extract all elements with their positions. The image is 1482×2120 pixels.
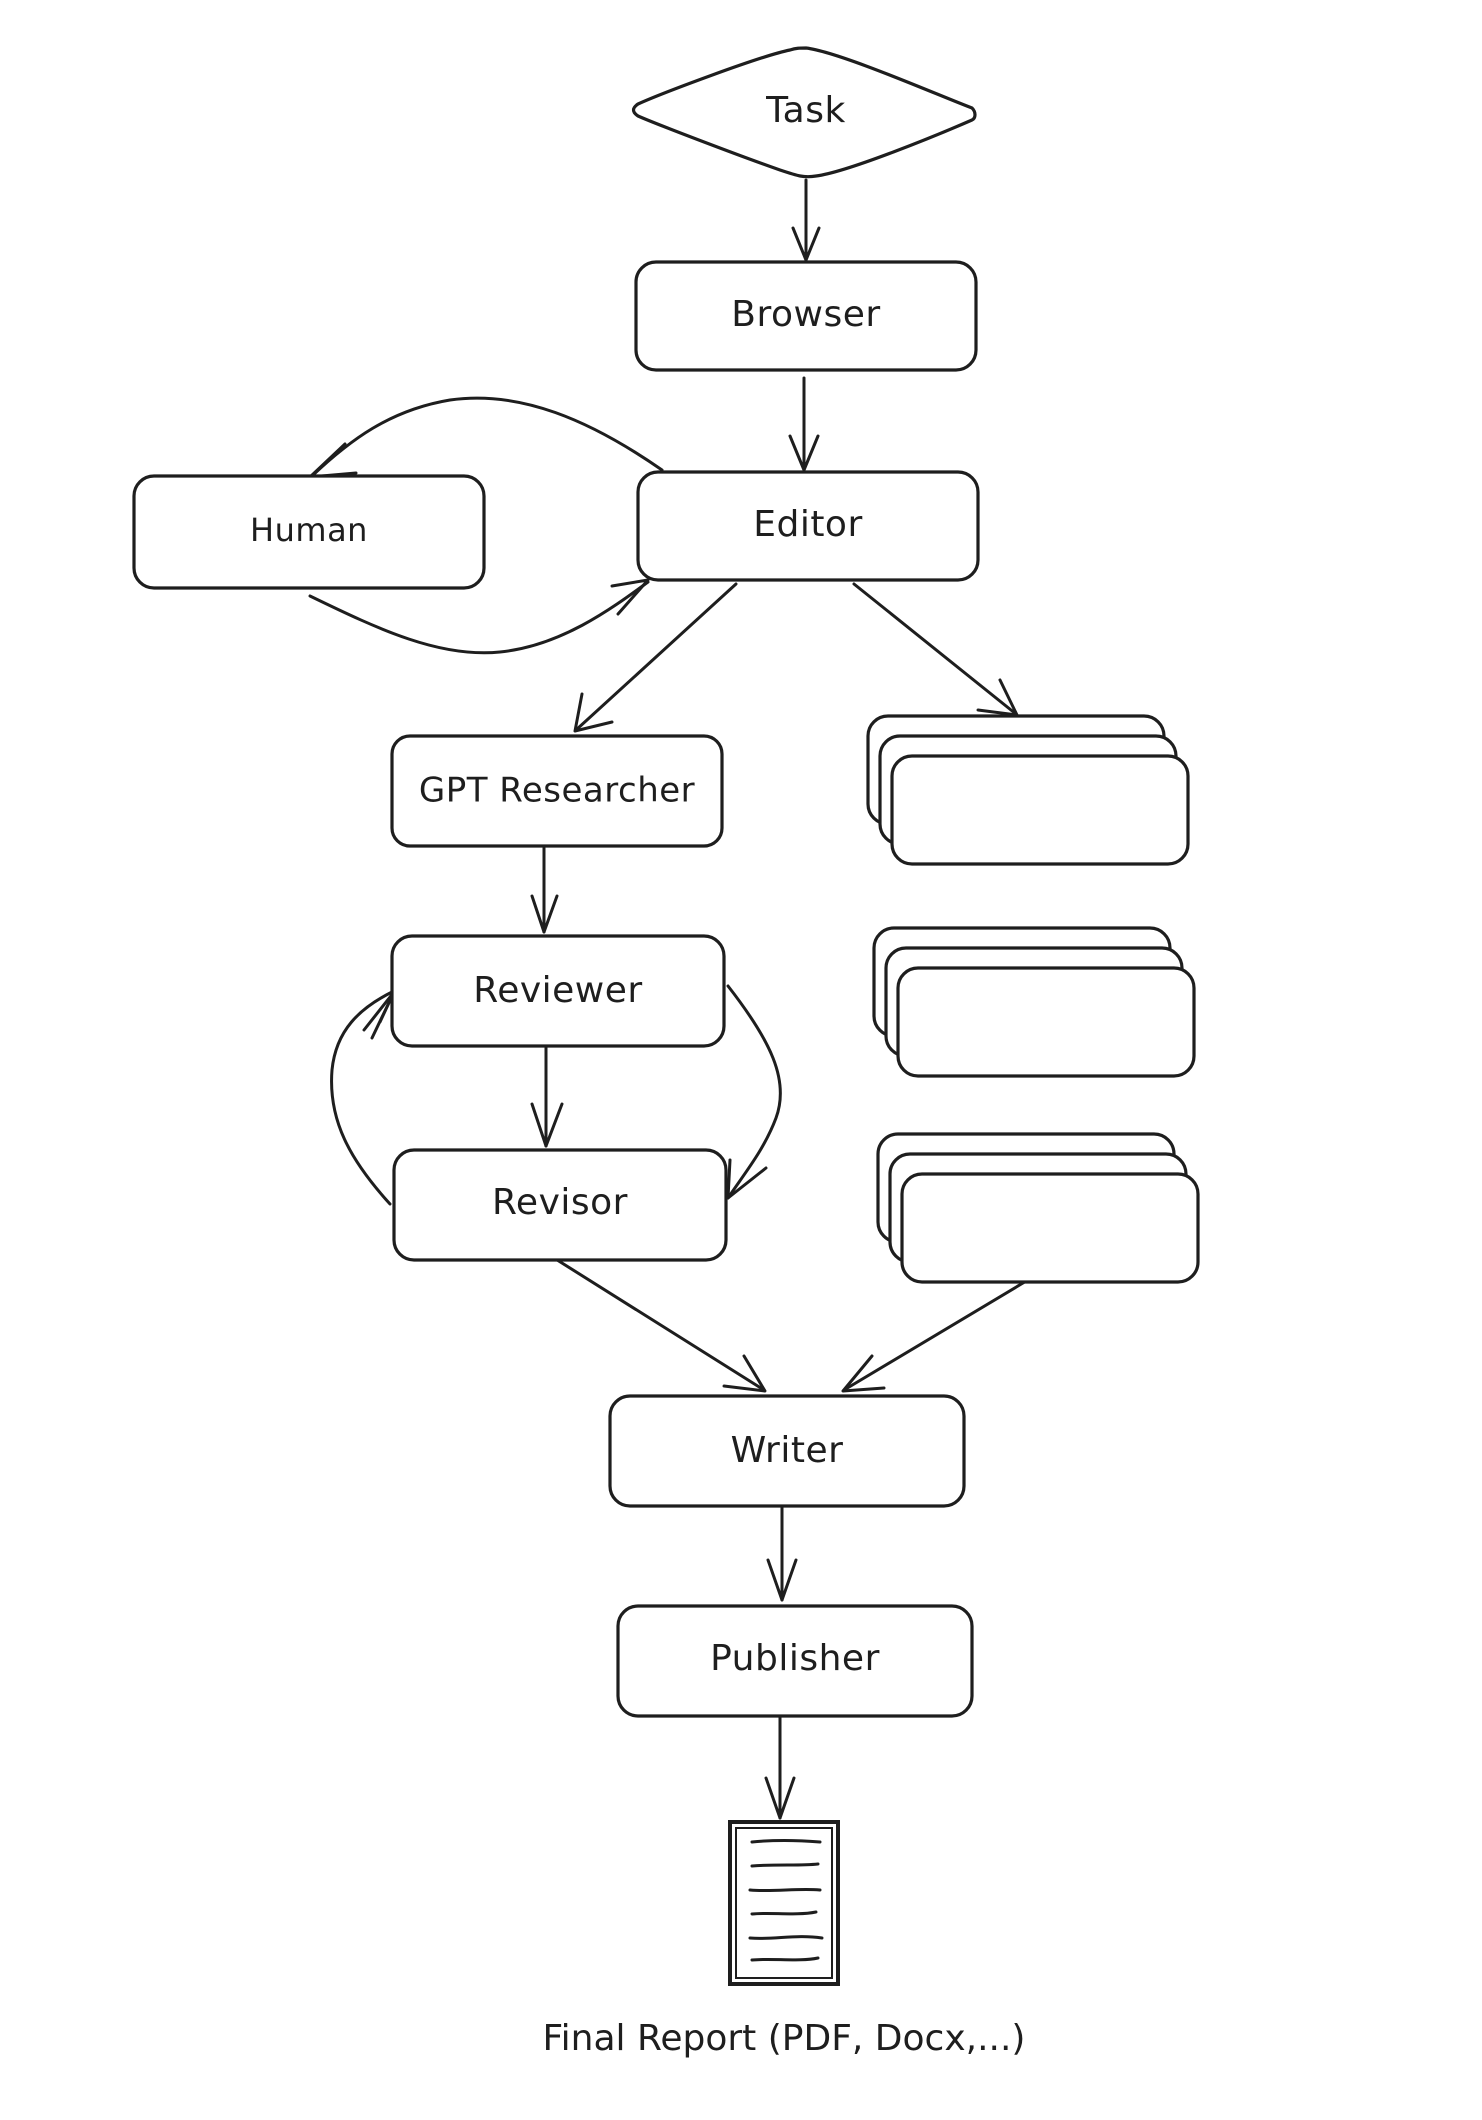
arrow-parallel-stack-to-writer xyxy=(841,1278,1030,1393)
arrow-browser-to-editor xyxy=(788,376,820,472)
task-label: Task xyxy=(765,90,846,131)
gpt-researcher-label: GPT Researcher xyxy=(419,771,695,811)
node-writer: Writer xyxy=(608,1394,966,1508)
stack-card xyxy=(890,754,1190,866)
node-task: Task xyxy=(631,46,977,179)
arrow-writer-to-publisher xyxy=(766,1504,798,1602)
browser-label: Browser xyxy=(731,294,880,335)
arrow-editor-to-human xyxy=(308,396,664,479)
arrow-revisor-to-reviewer xyxy=(330,990,396,1206)
arrow-reviewer-to-revisor-feedback xyxy=(726,984,782,1200)
edges xyxy=(308,178,1030,1820)
arrow-reviewer-to-revisor xyxy=(530,1046,564,1148)
arrow-editor-to-gpt-researcher xyxy=(573,582,738,733)
document-icon xyxy=(728,1820,840,1986)
parallel-stack-1 xyxy=(866,714,1190,866)
reviewer-label: Reviewer xyxy=(473,970,642,1011)
stack-card xyxy=(896,966,1196,1078)
node-human: Human xyxy=(132,474,486,590)
arrow-editor-to-parallel-stack xyxy=(852,582,1019,717)
human-label: Human xyxy=(250,511,368,549)
node-gpt-researcher: GPT Researcher xyxy=(390,734,724,848)
writer-label: Writer xyxy=(731,1430,844,1471)
node-reviewer: Reviewer xyxy=(390,934,726,1048)
node-publisher: Publisher xyxy=(616,1604,974,1718)
parallel-stack-2 xyxy=(872,926,1196,1078)
node-revisor: Revisor xyxy=(392,1148,728,1262)
arrow-human-to-editor xyxy=(308,578,650,655)
arrow-revisor-to-writer xyxy=(552,1256,767,1393)
arrow-publisher-to-final-report xyxy=(764,1714,796,1820)
arrow-gpt-researcher-to-reviewer xyxy=(530,846,559,934)
arrow-task-to-browser xyxy=(791,178,821,262)
revisor-label: Revisor xyxy=(492,1182,628,1223)
node-editor: Editor xyxy=(636,470,980,582)
stack-card xyxy=(900,1172,1200,1284)
parallel-stack-3 xyxy=(876,1132,1200,1284)
editor-label: Editor xyxy=(753,504,863,545)
publisher-label: Publisher xyxy=(710,1638,880,1679)
final-report-caption: Final Report (PDF, Docx,...) xyxy=(543,2018,1026,2059)
node-browser: Browser xyxy=(634,260,978,372)
